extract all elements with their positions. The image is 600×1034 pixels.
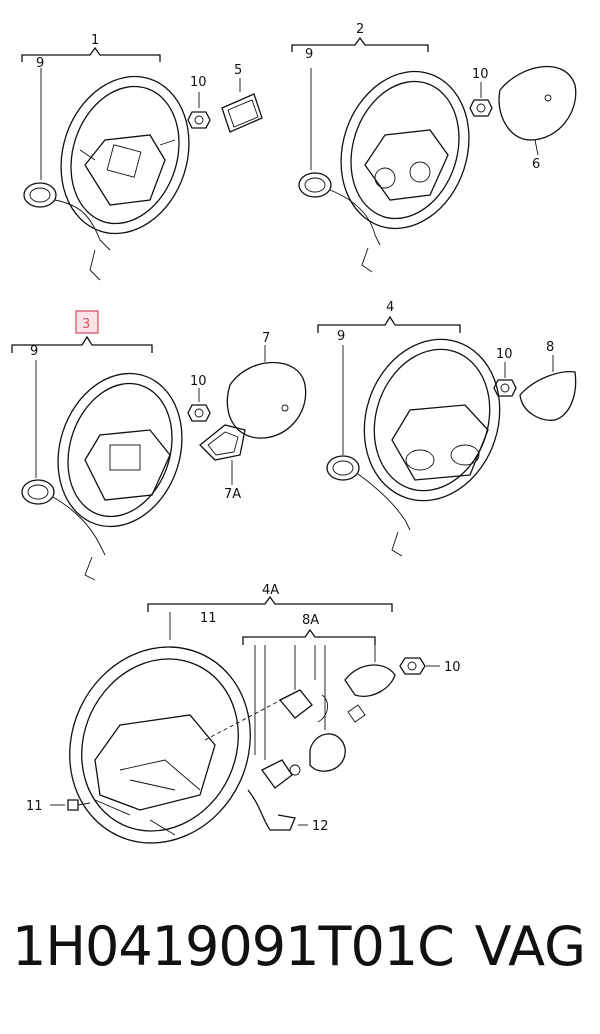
brand-name: VAG xyxy=(474,915,586,978)
steering-wheel-1 xyxy=(60,75,190,235)
airbag-cover-7 xyxy=(226,345,307,439)
callout-9: 9 xyxy=(30,344,38,359)
bracket-7a xyxy=(199,424,246,485)
group-3: 3 9 10 7 7 xyxy=(11,310,307,581)
nut-10 xyxy=(187,388,211,422)
nut-10 xyxy=(493,362,517,397)
group-1: 1 9 10 5 xyxy=(21,33,263,281)
steering-wheel-3 xyxy=(57,372,183,528)
clock-spring-4 xyxy=(326,345,411,557)
callout-7a: 7A xyxy=(224,487,241,502)
highlight-box xyxy=(75,310,99,334)
clock-spring-2 xyxy=(298,68,381,273)
horn-pad-5 xyxy=(221,78,263,133)
callout-10: 10 xyxy=(444,660,461,675)
callout-3: 3 xyxy=(82,317,90,332)
steering-wheel-2 xyxy=(340,70,470,230)
steering-wheel-4 xyxy=(363,338,501,502)
exploded-parts-diagram: 1 9 10 5 xyxy=(11,22,577,844)
clock-spring-1 xyxy=(23,68,111,281)
callout-10: 10 xyxy=(496,347,513,362)
part-number: 1H0419091T01C xyxy=(12,915,455,978)
callout-8a: 8A xyxy=(302,613,319,628)
group-4: 4 9 10 8 xyxy=(317,300,577,557)
callout-6: 6 xyxy=(532,157,540,172)
callout-4: 4 xyxy=(386,300,394,315)
callout-10: 10 xyxy=(472,67,489,82)
callout-10: 10 xyxy=(190,374,207,389)
switch-module-8a xyxy=(254,645,396,789)
callout-10: 10 xyxy=(190,75,207,90)
steering-wheel-4a xyxy=(69,646,251,844)
group-4a: 4A 11 8A xyxy=(26,583,461,844)
callout-11: 11 xyxy=(200,611,217,626)
callout-12: 12 xyxy=(312,819,329,834)
group-2: 2 9 10 6 xyxy=(291,22,577,273)
callout-4a: 4A xyxy=(262,583,279,598)
nut-10 xyxy=(469,82,493,117)
airbag-cover-8 xyxy=(519,355,577,421)
callout-2: 2 xyxy=(356,22,364,37)
callout-9: 9 xyxy=(337,329,345,344)
callout-9: 9 xyxy=(305,47,313,62)
callout-7: 7 xyxy=(262,331,270,346)
airbag-cover-6 xyxy=(498,65,577,156)
bolt-11 xyxy=(50,799,91,811)
callout-11: 11 xyxy=(26,799,43,814)
nut-10 xyxy=(399,657,440,675)
callout-5: 5 xyxy=(234,63,242,78)
callout-9: 9 xyxy=(36,56,44,71)
nut-10 xyxy=(187,92,211,129)
cover-12 xyxy=(247,789,308,831)
clock-spring-3 xyxy=(21,360,106,581)
callout-1: 1 xyxy=(91,33,99,48)
callout-8: 8 xyxy=(546,340,554,355)
